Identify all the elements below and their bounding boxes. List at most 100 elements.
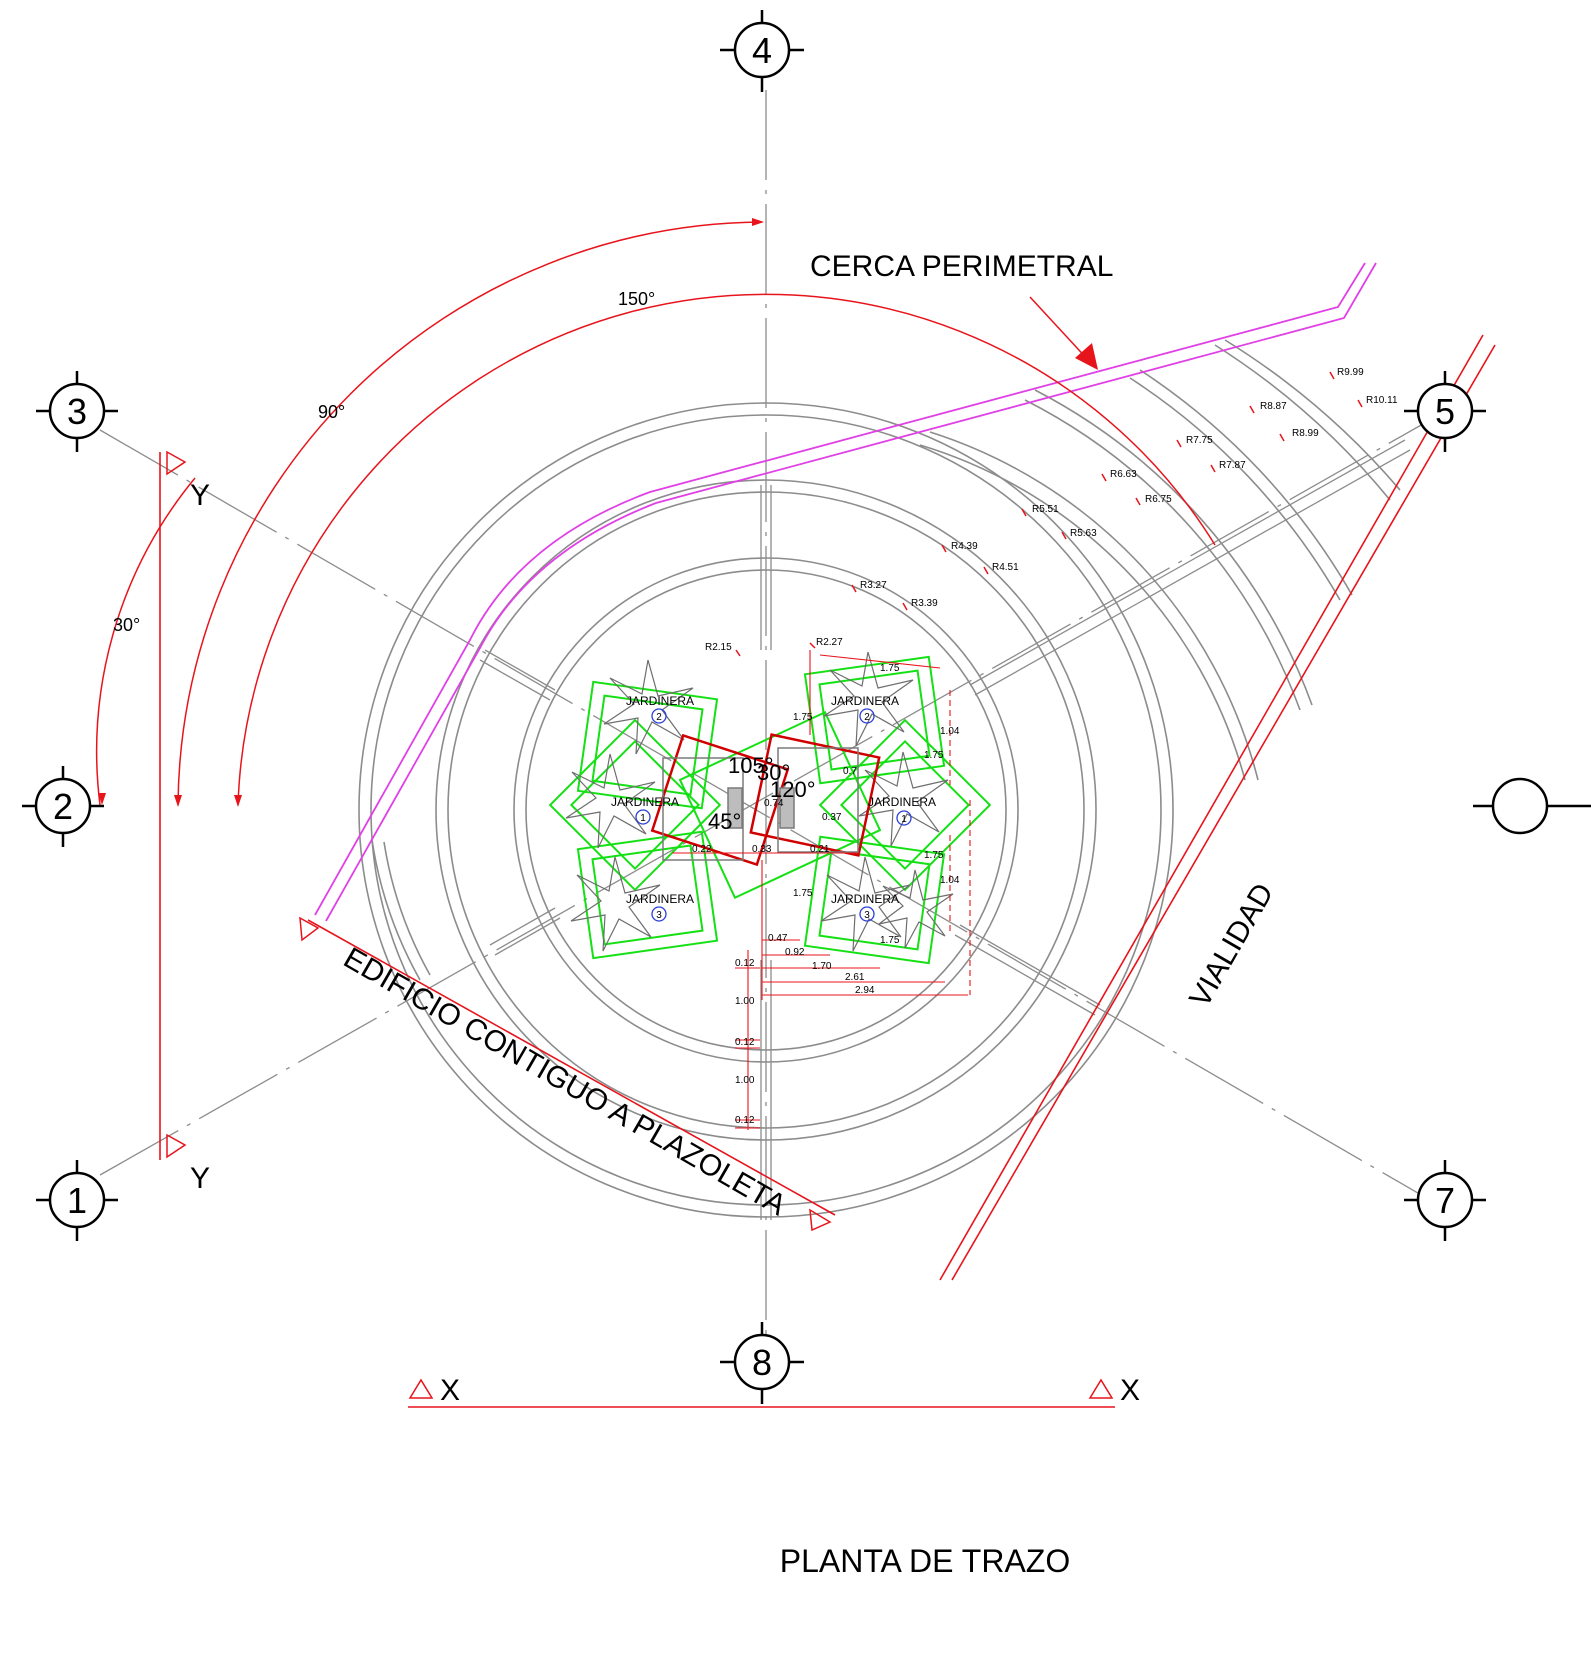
- axis-label-7: 7: [1435, 1180, 1455, 1221]
- fence-line-inner: [325, 262, 1377, 922]
- radius-labels: R2.15 R2.27 R3.27 R3.39 R4.39 R4.51 R5.5…: [705, 367, 1398, 653]
- radius-label-r227: R2.27: [816, 637, 843, 648]
- planter-sw-outer: [576, 830, 719, 960]
- dim-label-021: 0.21: [810, 844, 830, 855]
- radius-label-r215: R2.15: [705, 642, 732, 653]
- tick-r327: [851, 584, 857, 593]
- axis-bubble-3: [36, 371, 118, 452]
- tick-r675: [1135, 497, 1141, 506]
- arc-r787: [1034, 389, 1313, 706]
- radius-label-r339: R3.39: [911, 598, 938, 609]
- angle-arrowheads: [98, 218, 764, 807]
- dimension-lines: [672, 650, 971, 1130]
- tick-r775: [1176, 439, 1182, 448]
- radius-label-r899: R8.99: [1292, 428, 1319, 439]
- planter-circle-w: [635, 809, 651, 825]
- axis-label-8: 8: [752, 1342, 772, 1383]
- planter-num-ne: 2: [864, 712, 870, 723]
- radius-label-r887: R8.87: [1260, 401, 1287, 412]
- arc-r675: [929, 431, 1259, 781]
- column-left: [727, 787, 743, 829]
- axis-label-5: 5: [1435, 391, 1455, 432]
- planter-nw: [576, 680, 719, 810]
- planter-circle-sw: [651, 906, 667, 922]
- ring-outer-b: [358, 402, 1174, 1218]
- planter-e-outer: [818, 718, 992, 892]
- center-pad: [662, 747, 859, 861]
- planter-ne: [803, 655, 946, 785]
- dim-label-012-b: 0.12: [735, 1037, 755, 1048]
- tick-r551: [1021, 508, 1027, 517]
- arc-left-b: [383, 841, 431, 976]
- pad-right: [777, 747, 859, 853]
- angle-label-120: 120°: [770, 777, 816, 802]
- dim-line-top-175: [819, 654, 941, 669]
- arrowhead-top: [752, 218, 764, 226]
- spoke-ne-b: [974, 449, 1411, 696]
- arc-left-a: [371, 839, 421, 981]
- plant-se2-icon: [878, 869, 954, 949]
- tick-r887: [1249, 405, 1255, 414]
- planter-sw: [576, 830, 719, 960]
- pad-left: [662, 757, 744, 861]
- angle-label-105: 105°: [728, 753, 774, 778]
- angle-arcs: [95, 221, 1216, 806]
- road-edge: [939, 334, 1496, 1281]
- spoke-nw-a: [484, 649, 556, 691]
- dim-label-170: 1.70: [812, 961, 832, 972]
- tick-r451: [983, 566, 989, 575]
- radius-label-r775: R7.75: [1186, 435, 1213, 446]
- dim-label-104-lower: 1.04: [940, 875, 960, 886]
- dim-label-175-bottom: 1.75: [880, 935, 900, 946]
- radius-label-r787: R7.87: [1219, 460, 1246, 471]
- radius-label-r663: R6.63: [1110, 469, 1137, 480]
- planters: [548, 655, 992, 965]
- radial-spokes: [479, 439, 1411, 1220]
- section-y-bottom-marker: [166, 1133, 187, 1159]
- plant-nw-icon: [603, 659, 694, 755]
- planter-labels: JARDINERA JARDINERA JARDINERA JARDINERA …: [611, 694, 936, 921]
- planter-label-ne: JARDINERA: [831, 694, 899, 708]
- axis-label-4: 4: [752, 30, 772, 71]
- arc-r899: [1139, 369, 1353, 596]
- planter-label-sw: JARDINERA: [626, 892, 694, 906]
- cerca-perimetral-label: CERCA PERIMETRAL: [810, 250, 1113, 283]
- ring-inner-b: [513, 557, 1019, 1063]
- tick-r339: [902, 602, 908, 611]
- arrowhead-left-a: [174, 795, 182, 807]
- planter-num-e: 1: [901, 814, 907, 825]
- planter-nw-inner: [591, 694, 704, 796]
- perimeter-fence: [314, 262, 1377, 922]
- cerca-arrowhead: [1075, 343, 1098, 370]
- angle-labels: 150° 90° 30° 105° 30° 120° 45°: [113, 289, 816, 834]
- dim-label-175-right-lower: 1.75: [924, 850, 944, 861]
- dim-label-012-a: 0.12: [735, 958, 755, 969]
- dim-label-100-a: 1.00: [735, 996, 755, 1007]
- tick-r563: [1061, 531, 1067, 540]
- section-x-right-label: X: [1120, 1374, 1140, 1407]
- plant-sw-icon: [570, 856, 661, 952]
- tick-r215: [735, 649, 741, 657]
- planter-label-se: JARDINERA: [831, 892, 899, 906]
- ring-mid-b: [435, 479, 1097, 1141]
- section-letters: Y Y X X: [190, 479, 1140, 1407]
- building-edge-line: [307, 919, 836, 1216]
- planter-num-w: 1: [640, 813, 646, 824]
- planter-center-outer: [678, 710, 882, 900]
- planter-e-inner: [839, 739, 971, 871]
- planter-num-nw: 2: [656, 712, 662, 723]
- axis-label-2: 2: [53, 786, 73, 827]
- planter-circle-ne: [859, 708, 875, 724]
- arc-r663: [919, 444, 1246, 781]
- tick-r663: [1101, 473, 1107, 482]
- dim-label-175-top: 1.75: [880, 663, 900, 674]
- axis-bubble-1: [36, 1160, 118, 1241]
- plant-ne-icon: [823, 651, 914, 747]
- planter-circle-se: [859, 906, 875, 922]
- axis-bubbles: [22, 10, 1591, 1404]
- building-edge-marker-left: [299, 916, 320, 942]
- ring-outer-a: [370, 414, 1162, 1206]
- axis-label-3: 3: [67, 391, 87, 432]
- dim-label-104-upper: 1.04: [940, 726, 960, 737]
- frame-left: [650, 733, 790, 867]
